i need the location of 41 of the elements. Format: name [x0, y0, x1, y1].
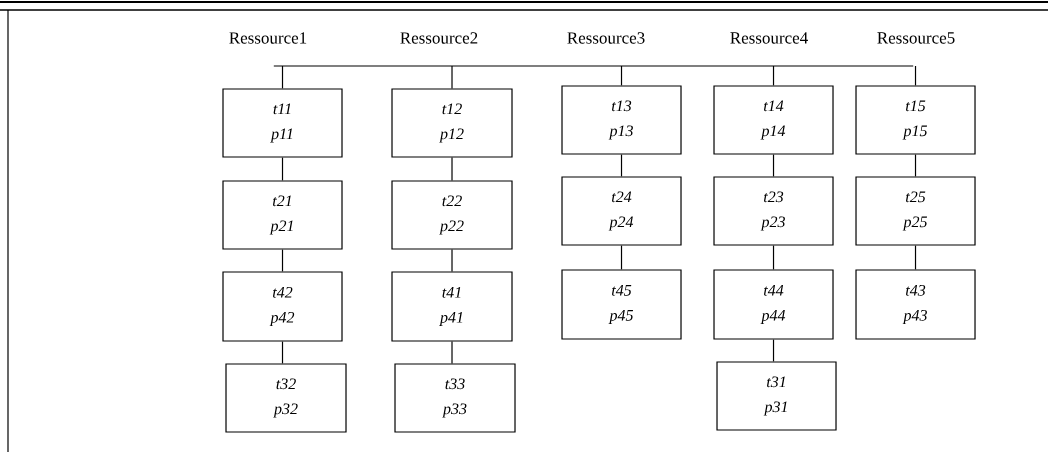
process-box: t22 p22	[391, 180, 513, 250]
column-heading: Ressource3	[567, 32, 645, 44]
connector-line	[451, 341, 453, 364]
process-box: t21 p21	[222, 180, 343, 250]
process-box: t24 p24	[561, 176, 682, 246]
connector-line	[620, 154, 623, 177]
process-box: t43 p43	[855, 269, 976, 340]
connector-line	[620, 65, 623, 86]
column-heading: Ressource4	[730, 32, 808, 44]
process-box: t45 p45	[561, 269, 682, 340]
process-box: t41 p41	[391, 271, 513, 342]
connector-line	[620, 245, 623, 270]
connector-line	[281, 65, 284, 89]
connector-line	[281, 157, 284, 181]
column-heading: Ressource1	[229, 32, 307, 44]
connector-line	[451, 157, 453, 181]
process-box: t11 p11	[222, 88, 343, 158]
connector-line	[451, 249, 453, 272]
process-box: t25 p25	[855, 176, 976, 246]
process-box: t14 p14	[713, 85, 834, 155]
connector-line	[914, 154, 917, 177]
process-box: t31 p31	[716, 361, 837, 431]
connector-line	[772, 65, 775, 86]
process-box: t15 p15	[855, 85, 976, 155]
process-box: t33 p33	[394, 363, 516, 433]
connector-line	[281, 341, 284, 364]
process-box: t44 p44	[713, 269, 834, 340]
connector-line	[914, 65, 917, 86]
connector-line	[772, 154, 775, 177]
connector-line	[772, 245, 775, 270]
connector-line	[451, 65, 453, 89]
process-box: t12 p12	[391, 88, 513, 158]
connector-line	[281, 249, 284, 272]
process-box: t23 p23	[713, 176, 834, 246]
connector-line	[772, 339, 775, 362]
process-box: t42 p42	[222, 271, 343, 342]
connector-line	[914, 245, 917, 270]
process-box: t32 p32	[225, 363, 347, 433]
column-heading: Ressource5	[877, 32, 955, 44]
process-box: t13 p13	[561, 85, 682, 155]
column-heading: Ressource2	[400, 32, 478, 44]
